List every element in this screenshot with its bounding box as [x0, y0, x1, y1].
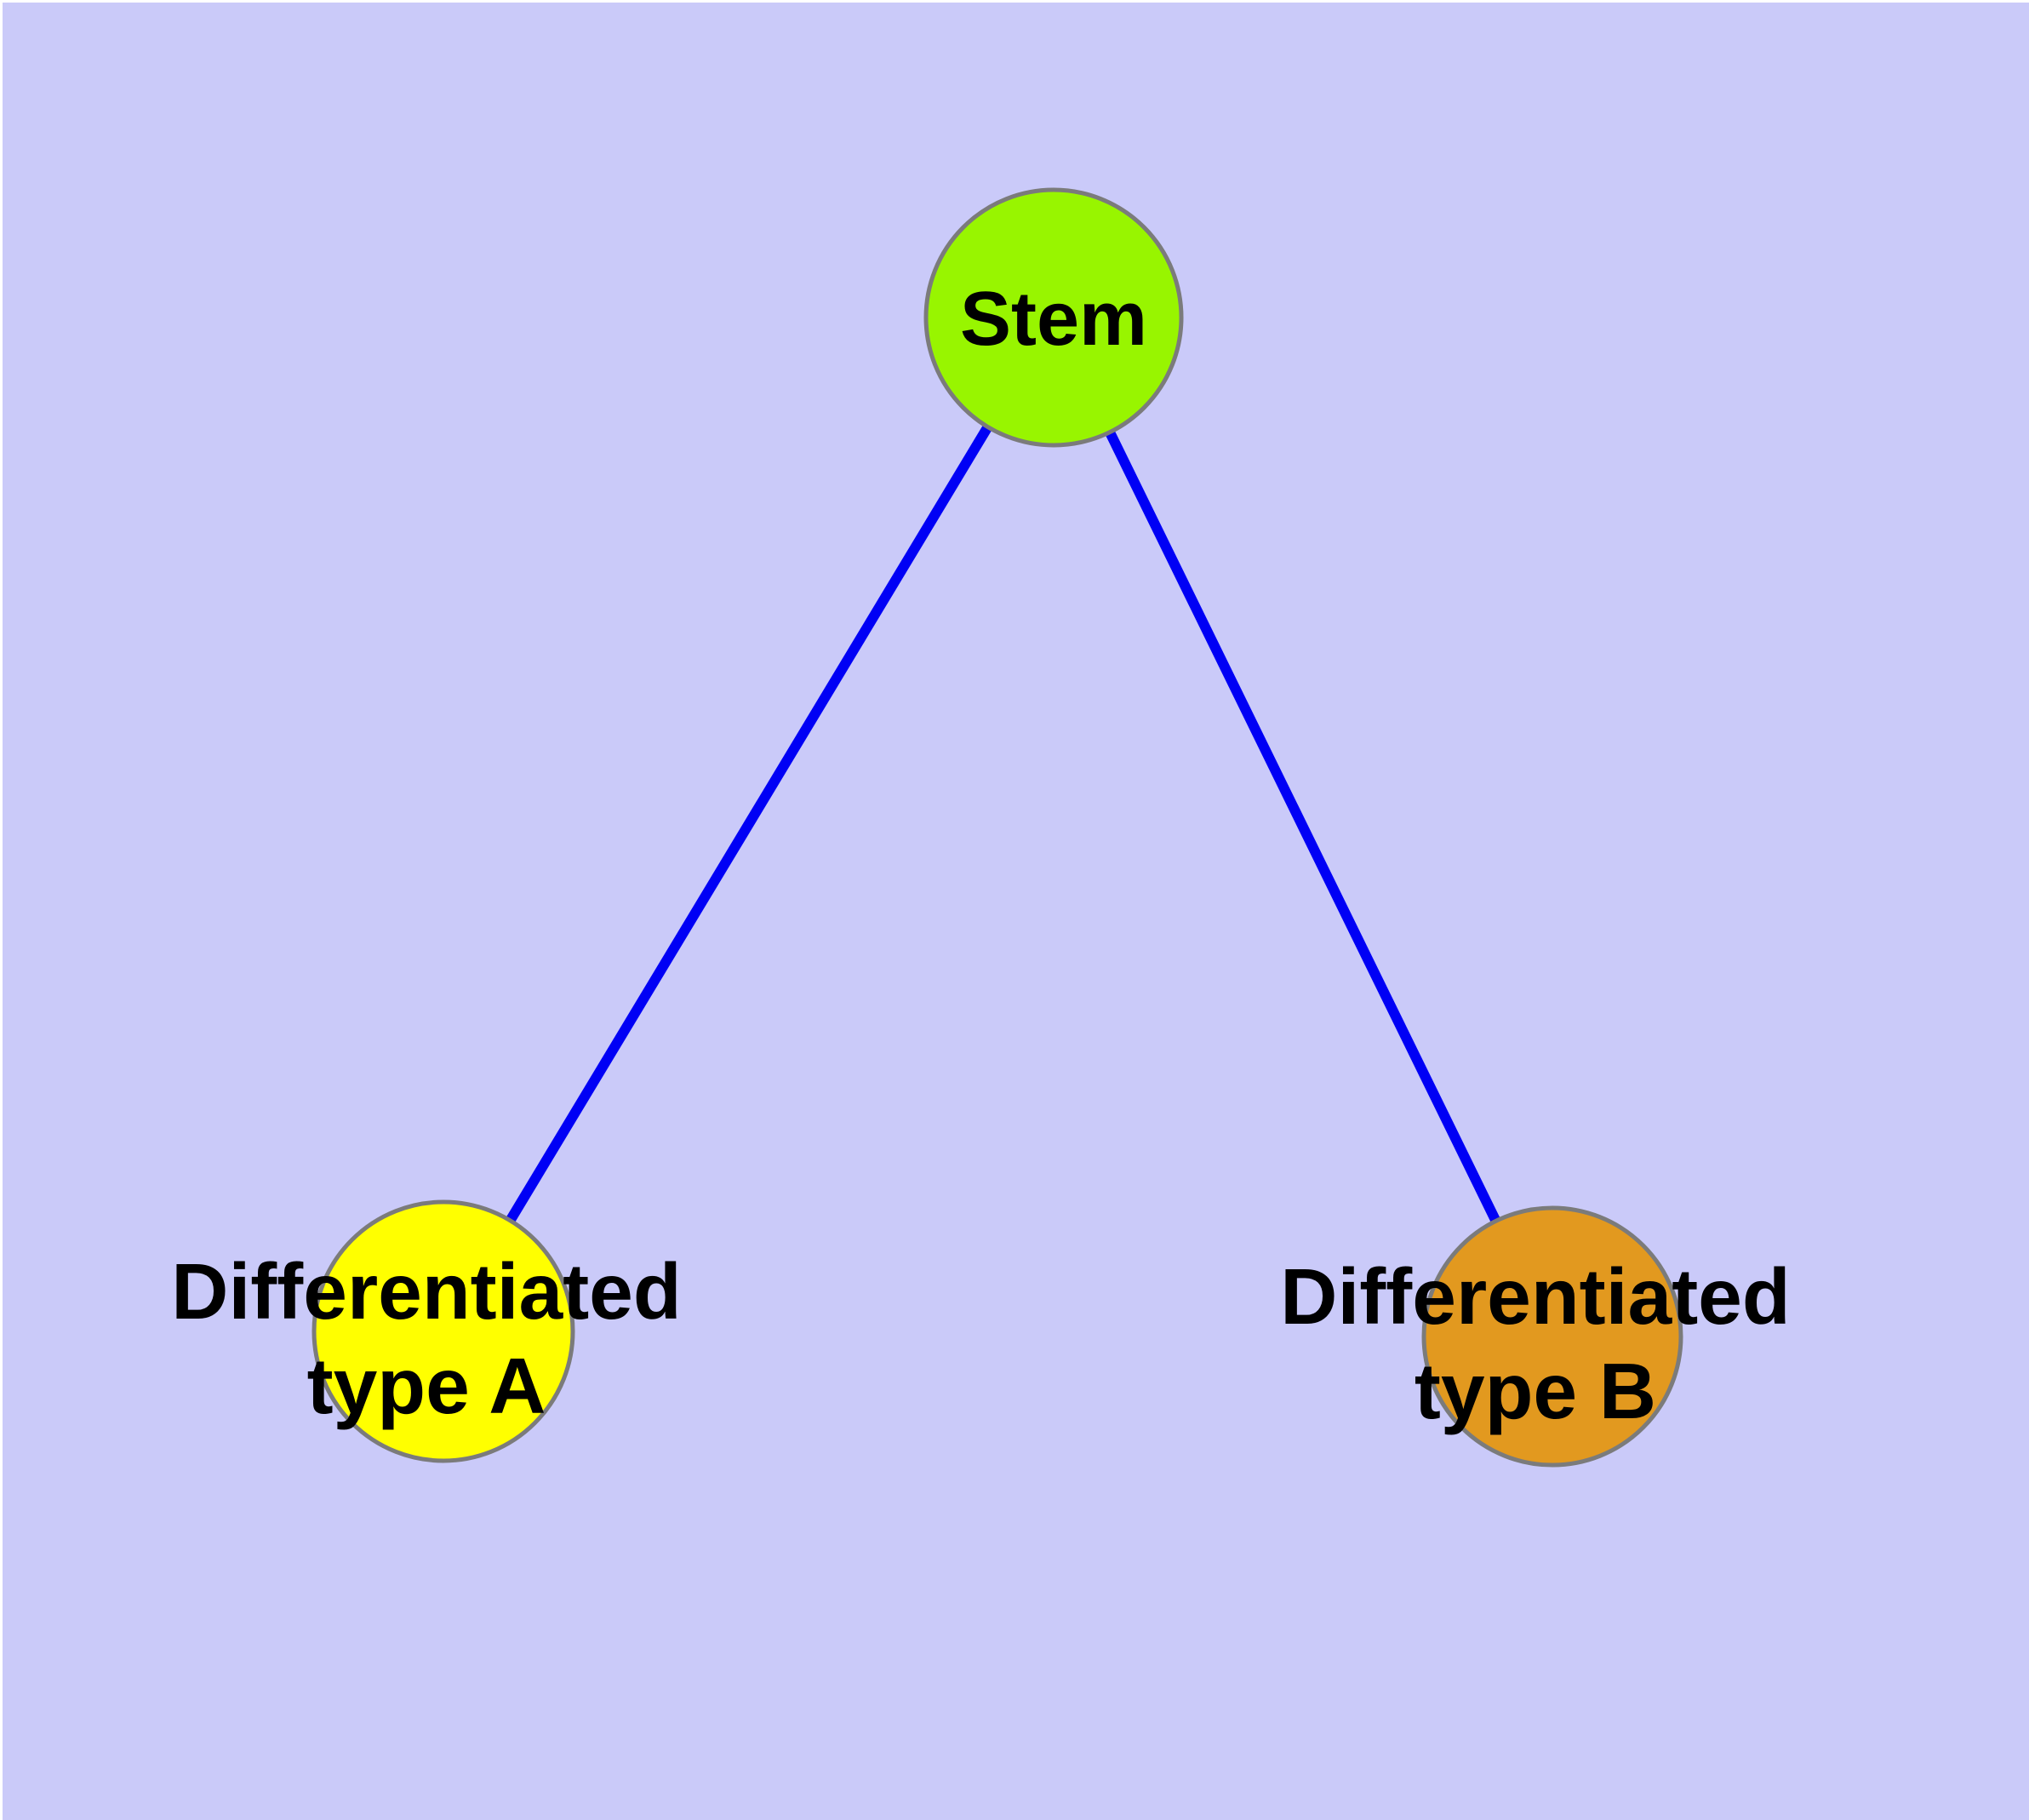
- node-stem: [923, 187, 1184, 448]
- node-type-a-label-line1: Differentiated: [171, 1247, 681, 1336]
- edge-stem-to-type-b: [1049, 315, 1557, 1339]
- node-type-b-label-line1: Differentiated: [1280, 1252, 1790, 1341]
- node-differentiated-type-b: [1421, 1205, 1683, 1468]
- node-differentiated-type-a: [311, 1199, 575, 1463]
- node-stem-label: Stem: [960, 277, 1147, 362]
- node-type-a-label-line2: type A: [307, 1342, 546, 1430]
- edge-stem-to-type-a: [438, 314, 1059, 1335]
- node-type-b-label-line2: type B: [1415, 1347, 1656, 1435]
